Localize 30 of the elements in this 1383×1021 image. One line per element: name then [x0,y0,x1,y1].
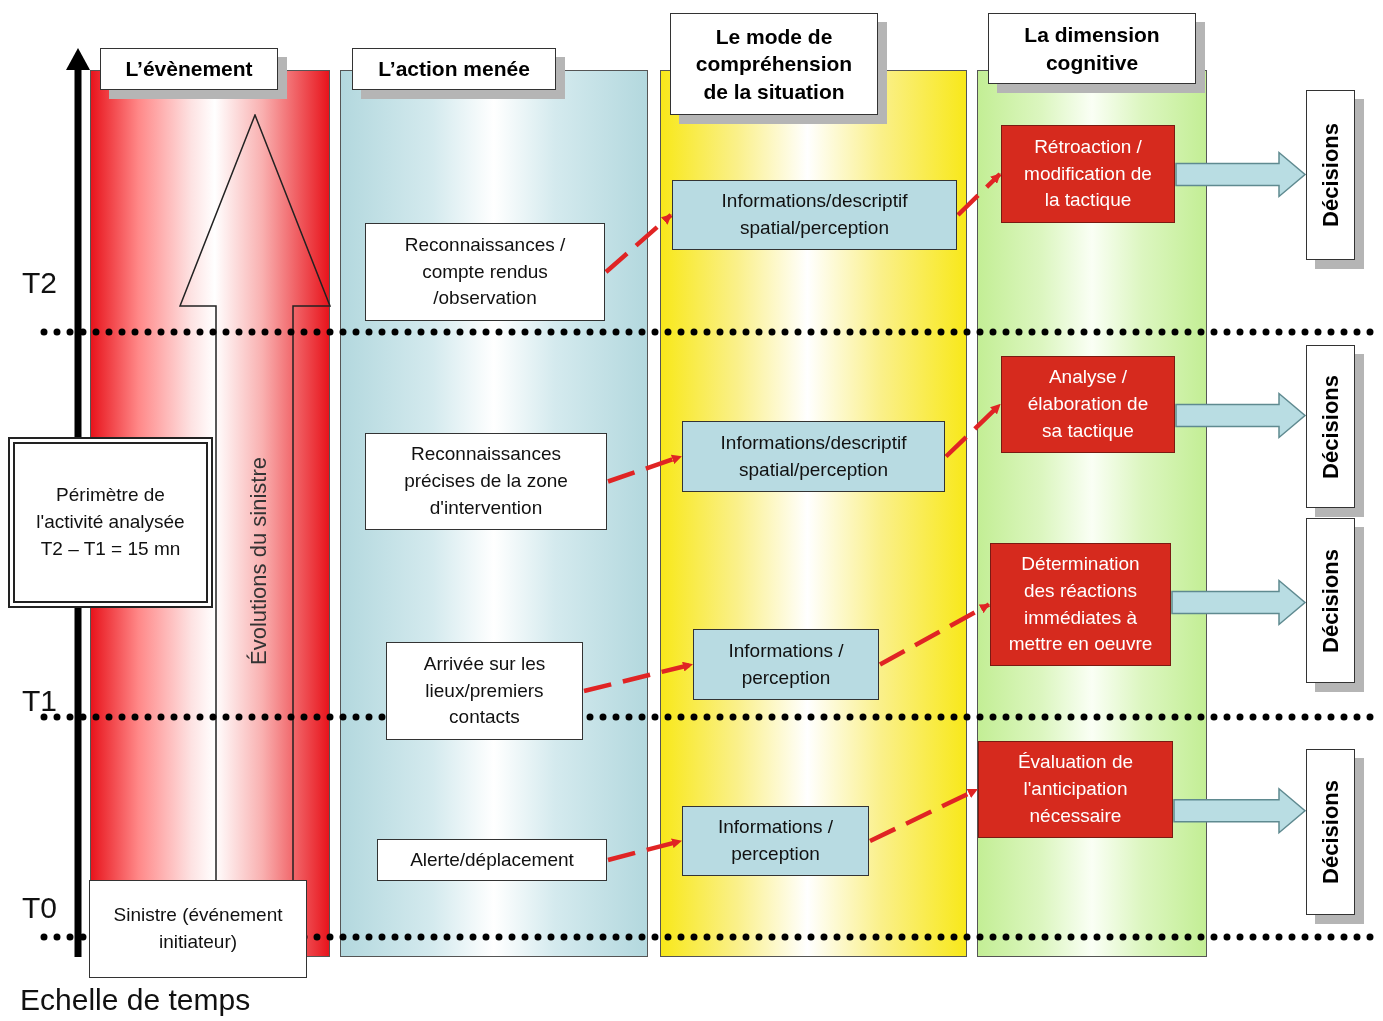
process-box: Informations/descriptif spatial/perception [672,180,957,250]
process-box: Reconnaissances précises de la zone d'intervention [365,433,607,530]
dashed-arrow [878,602,991,667]
process-box: Arrivée sur les lieux/premiers contacts [386,642,583,740]
dashed-arrow [607,838,682,863]
process-box: Informations / perception [682,806,869,876]
process-box: Informations/descriptif spatial/perception [682,421,945,492]
time-mark-label: T2 [22,266,57,300]
dashed-arrow [869,787,978,844]
process-box: Analyse / élaboration de sa tactique [1001,356,1175,453]
time-mark-label: T1 [22,684,57,718]
block-arrow [1175,391,1307,440]
axis-label: Echelle de temps [20,983,251,1017]
dashed-arrow [607,454,682,484]
process-box: Détermination des réactions immédiates à mettre en oeuvre [990,543,1171,666]
dashed-arrow [583,661,693,694]
block-arrow [1171,578,1307,627]
dashed-arrow [944,402,1002,459]
process-box: Alerte/déplacement [377,839,607,881]
note-box: Périmètre de l'activité analysée T2 – T1 = 15 mn [8,437,213,608]
time-mark-label: T0 [22,891,57,925]
process-box: Reconnaissances / compte rendus /observation [365,223,605,321]
dashed-arrow [956,172,1002,217]
process-box: Sinistre (événement initiateur) [89,880,307,978]
process-box: Rétroaction / modification de la tactique [1001,125,1175,223]
process-box: Évaluation de l'anticipation nécessaire [978,741,1173,838]
block-arrow [1173,787,1307,835]
dashed-arrow [604,213,673,274]
block-arrow [1175,150,1307,199]
process-box: Informations / perception [693,629,879,700]
